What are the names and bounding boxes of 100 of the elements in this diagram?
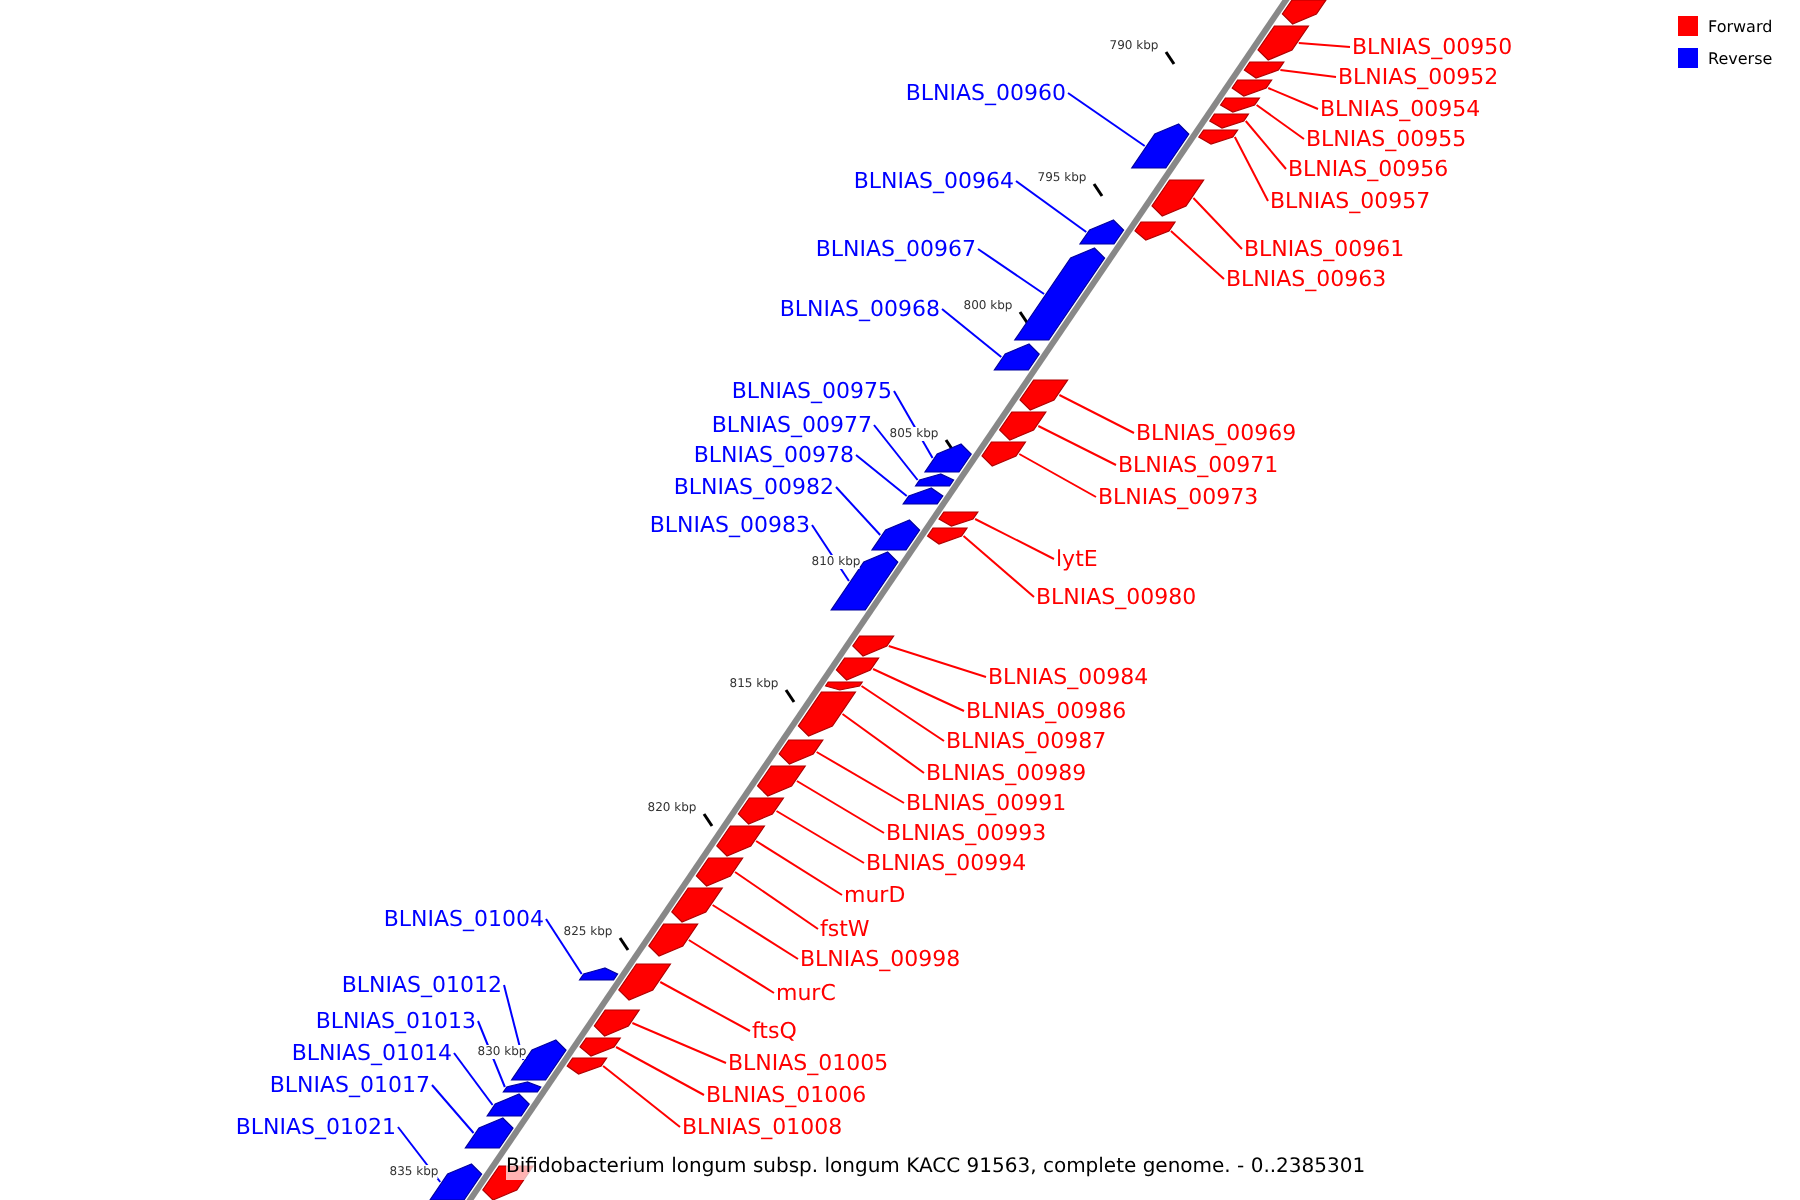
gene-block (938, 511, 979, 527)
gene-block (1219, 97, 1261, 113)
gene-block (870, 519, 921, 551)
leader-line (1279, 69, 1337, 78)
leader-line (711, 904, 799, 960)
leader-line (545, 918, 583, 975)
gene-label: BLNIAS_00977 (711, 412, 872, 438)
gene-label: BLNIAS_00961 (1244, 236, 1405, 262)
gene-block (695, 857, 744, 887)
leader-line (734, 871, 819, 930)
leader-line (602, 1065, 681, 1128)
gene-block (566, 1057, 608, 1075)
leader-line (872, 668, 965, 712)
gene-label: BLNIAS_00991 (906, 790, 1067, 816)
legend-text: Reverse (1708, 49, 1773, 67)
leader-line (431, 1084, 475, 1134)
gene-block (902, 487, 944, 505)
gene-block (756, 765, 807, 797)
leader-line (841, 713, 925, 774)
gene-label: BLNIAS_00982 (673, 474, 834, 500)
gene-block (618, 963, 672, 1001)
leader-line (1233, 136, 1269, 202)
gene-label: BLNIAS_00957 (1270, 188, 1431, 214)
gene-block (1208, 113, 1250, 129)
gene-label: BLNIAS_00968 (779, 296, 940, 322)
gene-block (1134, 221, 1177, 241)
gene-block (1243, 61, 1285, 79)
leader-line (615, 1046, 705, 1096)
gene-block (464, 1117, 514, 1149)
leader-line (1192, 197, 1243, 250)
leader-line (659, 981, 751, 1032)
gene-label: lytE (1056, 546, 1098, 572)
leader-line (815, 751, 905, 804)
gene-block (737, 797, 785, 825)
gene-label: BLNIAS_00994 (866, 850, 1027, 876)
gene-label: BLNIAS_00973 (1098, 484, 1259, 510)
gene-block (1019, 379, 1069, 411)
leader-line (1067, 92, 1146, 147)
leader-line (887, 645, 987, 678)
gene-block (1231, 79, 1273, 97)
gene-label: BLNIAS_01005 (728, 1050, 889, 1076)
gene-block (1078, 219, 1125, 245)
leader-line (687, 939, 775, 994)
gene-label: ftsQ (752, 1018, 797, 1044)
gene-label: BLNIAS_00954 (1320, 96, 1481, 122)
gene-label: BLNIAS_00975 (731, 378, 892, 404)
leader-line (1169, 230, 1225, 280)
gene-block (778, 739, 824, 765)
gene-block (1151, 179, 1205, 217)
leader-line (1267, 87, 1319, 110)
gene-block (1197, 129, 1239, 145)
gene-label: BLNIAS_00986 (966, 698, 1127, 724)
leader-line (1297, 42, 1351, 48)
gene-block (998, 411, 1047, 441)
gene-label: BLNIAS_00964 (853, 168, 1014, 194)
legend-text: Forward (1708, 17, 1773, 35)
gene-label: BLNIAS_01012 (341, 972, 502, 998)
gene-block (926, 527, 969, 545)
gene-label: BLNIAS_01006 (706, 1082, 867, 1108)
gene-label: BLNIAS_00978 (693, 442, 854, 468)
gene-label: BLNIAS_00969 (1136, 420, 1297, 446)
gene-block (852, 635, 895, 657)
gene-label: BLNIAS_01004 (383, 906, 544, 932)
gene-label: BLNIAS_00956 (1288, 156, 1449, 182)
leader-line (835, 486, 882, 536)
leader-line (1058, 394, 1135, 434)
gene-label: BLNIAS_00967 (815, 236, 976, 262)
leader-line (795, 780, 885, 834)
gene-label: BLNIAS_01014 (291, 1040, 452, 1066)
leader-line (860, 685, 945, 742)
gene-block (671, 887, 724, 923)
gene-label: BLNIAS_00963 (1226, 266, 1387, 292)
leader-line (1037, 425, 1117, 466)
leader-line (755, 840, 843, 896)
gene-block (914, 473, 955, 487)
leader-line (1255, 104, 1305, 140)
leader-line (453, 1052, 494, 1106)
leader-line (1244, 120, 1287, 170)
leader-line (855, 454, 908, 497)
gene-label: murD (844, 882, 906, 908)
gene-block (578, 967, 619, 981)
gene-block (1130, 123, 1190, 169)
gene-label: BLNIAS_00980 (1036, 584, 1197, 610)
gene-label: murC (776, 980, 836, 1006)
gene-block (830, 551, 899, 611)
leader-line (873, 424, 919, 481)
gene-label: BLNIAS_00993 (886, 820, 1047, 846)
leader-line (974, 518, 1055, 560)
gene-block (648, 923, 699, 957)
gene-block (579, 1037, 622, 1057)
gene-block (981, 441, 1027, 467)
gene-label: BLNIAS_00998 (800, 946, 961, 972)
gene-label: BLNIAS_00952 (1338, 64, 1499, 90)
leader-line (962, 535, 1035, 598)
leader-line (1015, 180, 1088, 233)
gene-label: fstW (820, 916, 870, 942)
gene-label: BLNIAS_01021 (235, 1114, 396, 1140)
gene-label: BLNIAS_00983 (649, 512, 810, 538)
gene-label: BLNIAS_00987 (946, 728, 1107, 754)
gene-label: BLNIAS_01017 (269, 1072, 430, 1098)
